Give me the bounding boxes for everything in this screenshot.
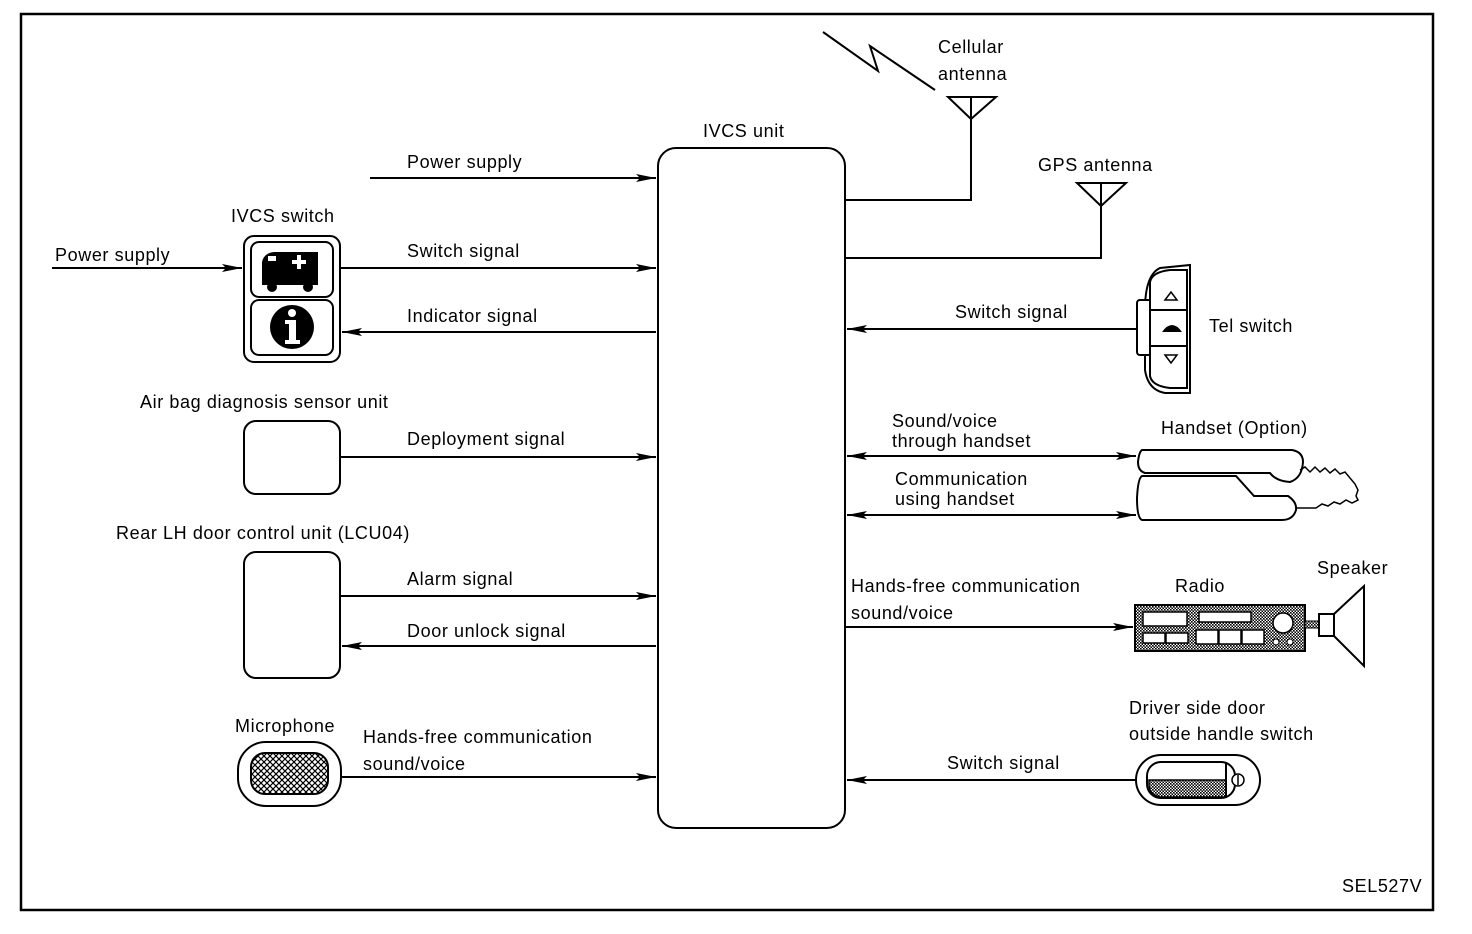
gps-antenna-label: GPS antenna xyxy=(1038,155,1153,175)
rear-door-unit-label: Rear LH door control unit (LCU04) xyxy=(116,523,410,543)
mic-signal-label-2: sound/voice xyxy=(363,754,466,774)
diagram-frame xyxy=(19,12,1435,912)
handset-sound-label-2: through handset xyxy=(892,431,1031,451)
antenna-icon xyxy=(845,96,999,201)
door-handle-label-2: outside handle switch xyxy=(1129,724,1314,744)
diagram-code: SEL527V xyxy=(1342,876,1422,896)
phone-icon xyxy=(1162,325,1182,332)
door-handle-label-1: Driver side door xyxy=(1129,698,1266,718)
ivcs-unit: IVCS unit xyxy=(657,121,846,829)
cellular-antenna-label-1: Cellular xyxy=(938,37,1004,57)
speaker-icon xyxy=(1318,583,1365,669)
indicator-signal-label: Indicator signal xyxy=(407,306,538,326)
handset-comm-label-2: using handset xyxy=(895,489,1015,509)
ivcs-unit-label: IVCS unit xyxy=(703,121,784,141)
airbag-sensor-unit: Air bag diagnosis sensor unit Deployment… xyxy=(140,392,656,495)
tel-switch-signal-label: Switch signal xyxy=(955,302,1068,322)
rear-door-control-unit: Rear LH door control unit (LCU04) Alarm … xyxy=(116,523,656,679)
airbag-unit-label: Air bag diagnosis sensor unit xyxy=(140,392,389,412)
handset: Handset (Option) Sound/voice through han… xyxy=(847,411,1360,521)
radio-signal-label-2: sound/voice xyxy=(851,603,954,623)
handset-cord xyxy=(1296,465,1360,509)
power-supply-switch-label: Power supply xyxy=(55,245,170,265)
power-supply-label: Power supply xyxy=(407,152,522,172)
cellular-antenna-label-2: antenna xyxy=(938,64,1008,84)
tel-switch-label: Tel switch xyxy=(1209,316,1293,336)
door-handle-icon xyxy=(1148,779,1227,798)
switch-signal-label: Switch signal xyxy=(407,241,520,261)
ambulance-icon xyxy=(262,252,318,292)
microphone-icon xyxy=(250,752,329,795)
up-arrow-icon xyxy=(1163,290,1179,301)
cellular-antenna: Cellular antenna xyxy=(822,31,1008,201)
radio-label: Radio xyxy=(1175,576,1225,596)
radio-signal-label-1: Hands-free communication xyxy=(851,576,1081,596)
door-handle-switch: Driver side door outside handle switch S… xyxy=(847,698,1314,806)
down-arrow-icon xyxy=(1163,354,1179,365)
door-unlock-signal-label: Door unlock signal xyxy=(407,621,566,641)
handset-sound-label-1: Sound/voice xyxy=(892,411,998,431)
mic-signal-label-1: Hands-free communication xyxy=(363,727,593,747)
gps-antenna: GPS antenna xyxy=(845,155,1153,259)
microphone-label: Microphone xyxy=(235,716,335,736)
handset-comm-label-1: Communication xyxy=(895,469,1028,489)
door-handle-signal-label: Switch signal xyxy=(947,753,1060,773)
deployment-signal-label: Deployment signal xyxy=(407,429,565,449)
alarm-signal-label: Alarm signal xyxy=(407,569,513,589)
tel-switch: Tel switch Switch signal xyxy=(847,263,1293,394)
info-icon xyxy=(270,305,314,349)
speaker-label: Speaker xyxy=(1317,558,1388,578)
radio: Radio xyxy=(1134,576,1320,652)
ivcs-switch-label: IVCS switch xyxy=(231,206,335,226)
ivcs-switch: IVCS switch Power supply Switch signal I… xyxy=(52,206,656,363)
handset-label: Handset (Option) xyxy=(1161,418,1308,438)
lightning-icon xyxy=(822,31,936,91)
speaker: Speaker Hands-free communication sound/v… xyxy=(845,558,1388,669)
power-supply-ivcs: Power supply xyxy=(370,152,656,182)
antenna-icon xyxy=(845,182,1129,259)
microphone: Microphone Hands-free communication soun… xyxy=(235,716,656,807)
